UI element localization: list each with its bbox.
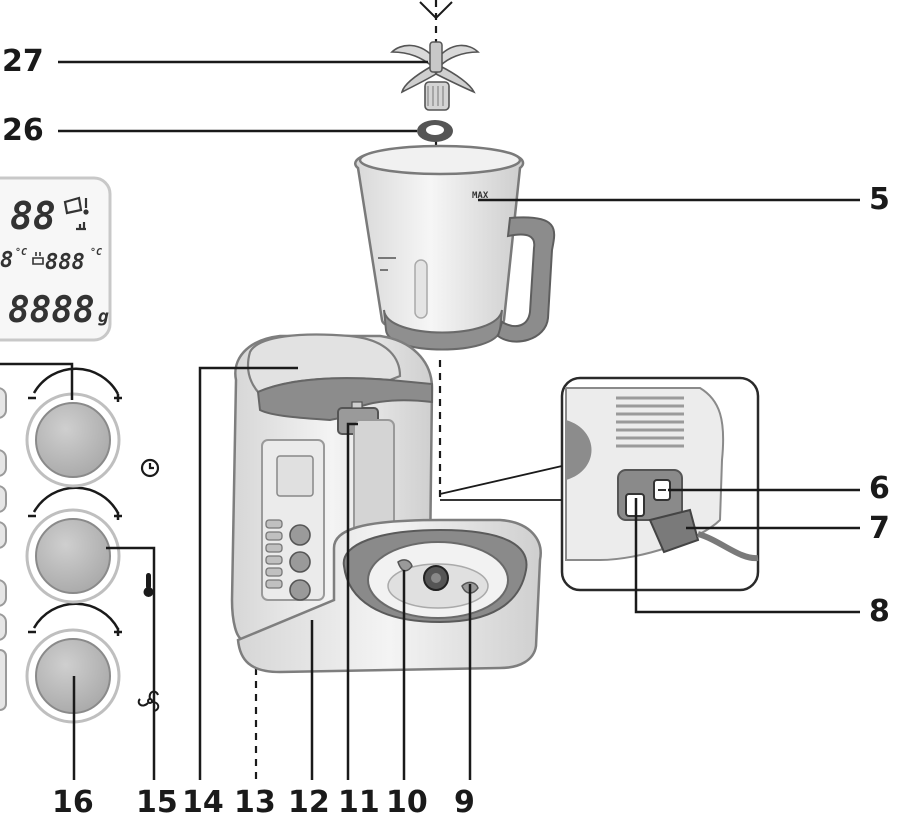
callout-16: 16: [52, 785, 94, 820]
front-lcd: [276, 455, 314, 497]
drive-coupling: [423, 565, 449, 591]
lcd-row2-left: 8: [0, 248, 14, 273]
lcd-row2-unit-left: °C: [15, 247, 28, 258]
callout-9: 9: [454, 785, 475, 820]
jug-max-mark: MAX: [472, 191, 489, 201]
temperature-knob[interactable]: [25, 508, 121, 604]
callout-11: 11: [338, 785, 380, 820]
callout-14: 14: [182, 785, 224, 820]
lcd-row1: 88: [10, 194, 56, 238]
pot-alert-icon: [63, 196, 89, 231]
steam-icon: [32, 252, 44, 265]
front-knobs: [289, 524, 311, 601]
sealing-ring: [417, 120, 453, 142]
lcd-row3: 8888: [8, 290, 95, 331]
callout-6: 6: [869, 471, 890, 506]
callout-8: 8: [869, 594, 890, 629]
callout-13: 13: [234, 785, 276, 820]
clock-icon: [140, 458, 160, 478]
switch-icon: [653, 479, 671, 501]
callout-27: 27: [2, 44, 44, 79]
blade-assembly: [390, 41, 480, 111]
callout-5: 5: [869, 182, 890, 217]
callout-15: 15: [136, 785, 178, 820]
side-buttons: [0, 387, 7, 711]
callout-12: 12: [288, 785, 330, 820]
knob-arcs: [32, 367, 120, 630]
base-unit: [230, 333, 542, 674]
front-buttons: [265, 519, 283, 589]
lcd-display: [0, 176, 112, 342]
rear-detail-inset: [439, 376, 760, 592]
axis-top-chevron: [419, 1, 453, 20]
leader-lines: [0, 60, 860, 780]
power-cable: [648, 508, 700, 554]
lcd-row2-unit-right: °C: [90, 247, 103, 258]
thermometer-icon: [143, 573, 154, 597]
lcd-row2-right: 888: [45, 250, 85, 275]
lcd-row3-unit: g: [98, 306, 109, 327]
minus-plus-marks: [28, 394, 122, 636]
callout-7: 7: [869, 511, 890, 546]
timer-knob[interactable]: [25, 392, 121, 488]
jug: [354, 144, 556, 351]
fan-icon: [137, 690, 160, 712]
callout-26: 26: [2, 113, 44, 148]
callout-10: 10: [386, 785, 428, 820]
